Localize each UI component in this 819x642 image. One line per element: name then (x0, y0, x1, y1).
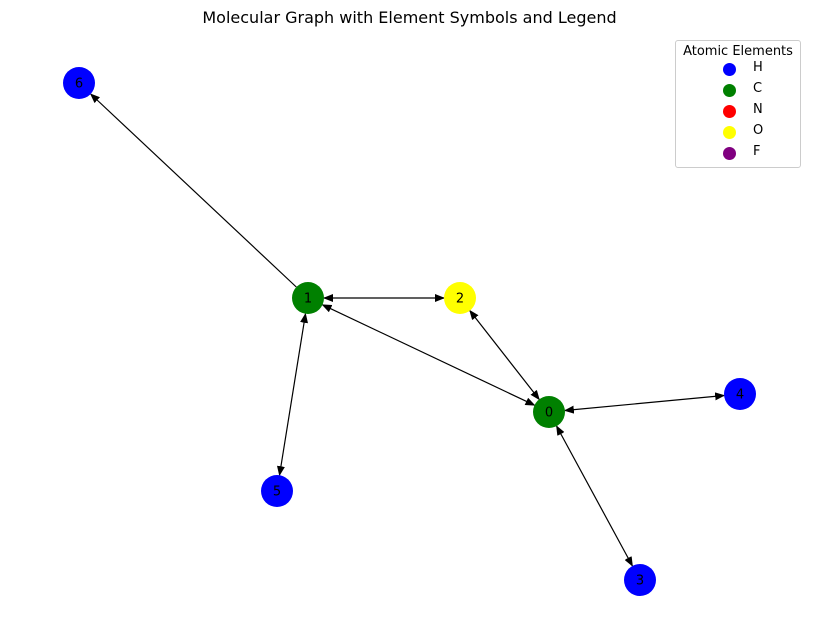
node-circle-0 (533, 396, 565, 428)
edge-0-3 (556, 425, 633, 567)
edge-1-6 (89, 93, 297, 288)
node-circle-2 (444, 282, 476, 314)
page-title: Molecular Graph with Element Symbols and… (202, 8, 617, 27)
edges-layer (89, 93, 726, 567)
nodes-layer: 0 1 2 3 4 5 6 (63, 67, 756, 596)
node-circle-6 (63, 67, 95, 99)
node-label-4: 4 (736, 388, 744, 403)
legend-label-h: H (753, 60, 763, 75)
node-5: 5 (261, 475, 293, 507)
edge-1-0 (321, 304, 536, 406)
node-circle-4 (724, 378, 756, 410)
node-label-1: 1 (304, 292, 312, 307)
node-3: 3 (624, 564, 656, 596)
node-6: 6 (63, 67, 95, 99)
legend-label-f: F (753, 144, 761, 159)
legend-marker-c (723, 84, 736, 97)
legend-marker-f (723, 147, 736, 160)
edge-2-0 (469, 309, 540, 401)
node-label-5: 5 (273, 485, 281, 500)
node-label-3: 3 (636, 574, 644, 589)
node-circle-3 (624, 564, 656, 596)
legend-item-f: F (676, 143, 800, 164)
node-4: 4 (724, 378, 756, 410)
node-label-2: 2 (456, 292, 464, 307)
node-circle-5 (261, 475, 293, 507)
node-1: 1 (292, 282, 324, 314)
legend-item-c: C (676, 80, 800, 101)
edge-1-5 (276, 312, 309, 477)
legend-title: Atomic Elements (683, 44, 793, 59)
legend-item-h: H (676, 59, 800, 80)
node-2: 2 (444, 282, 476, 314)
node-0: 0 (533, 396, 565, 428)
node-circle-1 (292, 282, 324, 314)
legend-item-o: O (676, 122, 800, 143)
legend-item-n: N (676, 101, 800, 122)
legend-label-o: O (753, 123, 764, 138)
node-label-0: 0 (545, 406, 553, 421)
legend-label-n: N (753, 102, 763, 117)
legend-marker-h (723, 63, 736, 76)
legend-marker-n (723, 105, 736, 118)
edge-0-4 (563, 392, 726, 414)
legend-marker-o (723, 126, 736, 139)
legend-label-c: C (753, 81, 763, 96)
legend: Atomic Elements H C N O F (675, 40, 801, 168)
node-label-6: 6 (75, 77, 83, 92)
